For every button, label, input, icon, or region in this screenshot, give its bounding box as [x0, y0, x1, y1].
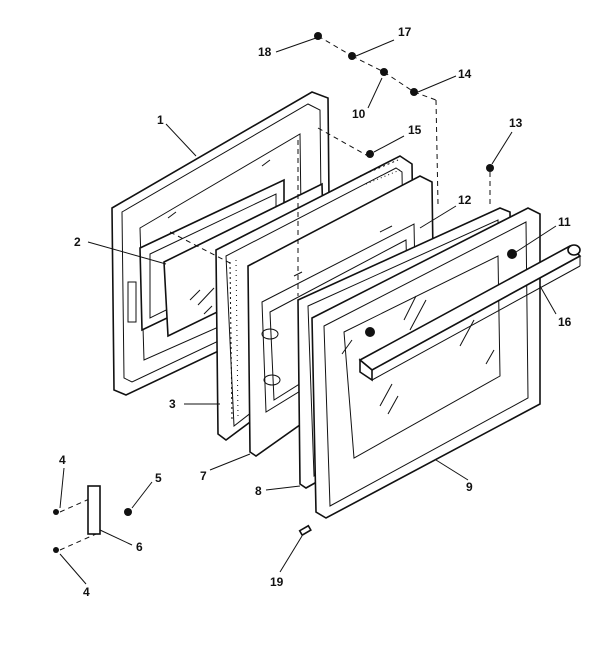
callout-9: 9 [466, 480, 473, 494]
hardware [53, 32, 517, 553]
callout-7: 7 [200, 469, 207, 483]
callout-17: 17 [398, 25, 412, 39]
callout-3: 3 [169, 397, 176, 411]
screw-15-dot [366, 150, 374, 158]
callout-2: 2 [74, 235, 81, 249]
screw-17-dot [348, 52, 356, 60]
screw-handle-dot [365, 327, 375, 337]
outer-door-panel [311, 207, 541, 519]
leader-lines [59, 37, 557, 585]
door-handle [358, 244, 582, 382]
hinge-bracket-6 [87, 485, 101, 535]
assembly-lines [59, 35, 491, 551]
callout-labels: 1 2 3 4 4 5 6 7 8 9 10 11 12 13 14 15 16… [59, 25, 572, 599]
callout-15: 15 [408, 123, 422, 137]
screw-10-dot [380, 68, 388, 76]
callout-16: 16 [558, 315, 572, 329]
callout-10: 10 [352, 107, 366, 121]
screw-13-dot [486, 164, 494, 172]
screw-4b-dot [53, 547, 59, 553]
callout-19: 19 [270, 575, 284, 589]
callout-14: 14 [458, 67, 472, 81]
callout-13: 13 [509, 116, 523, 130]
callout-1: 1 [157, 113, 164, 127]
clip-19 [298, 524, 312, 537]
callout-18: 18 [258, 45, 272, 59]
callout-4-lower: 4 [83, 585, 90, 599]
callout-8: 8 [255, 484, 262, 498]
screw-5-dot [124, 508, 132, 516]
callout-6: 6 [136, 540, 143, 554]
screw-14-dot [410, 88, 418, 96]
callout-5: 5 [155, 471, 162, 485]
screw-4a-dot [53, 509, 59, 515]
callout-4-upper: 4 [59, 453, 66, 467]
callout-12: 12 [458, 193, 472, 207]
callout-11: 11 [558, 215, 571, 229]
screw-11-dot [507, 249, 517, 259]
